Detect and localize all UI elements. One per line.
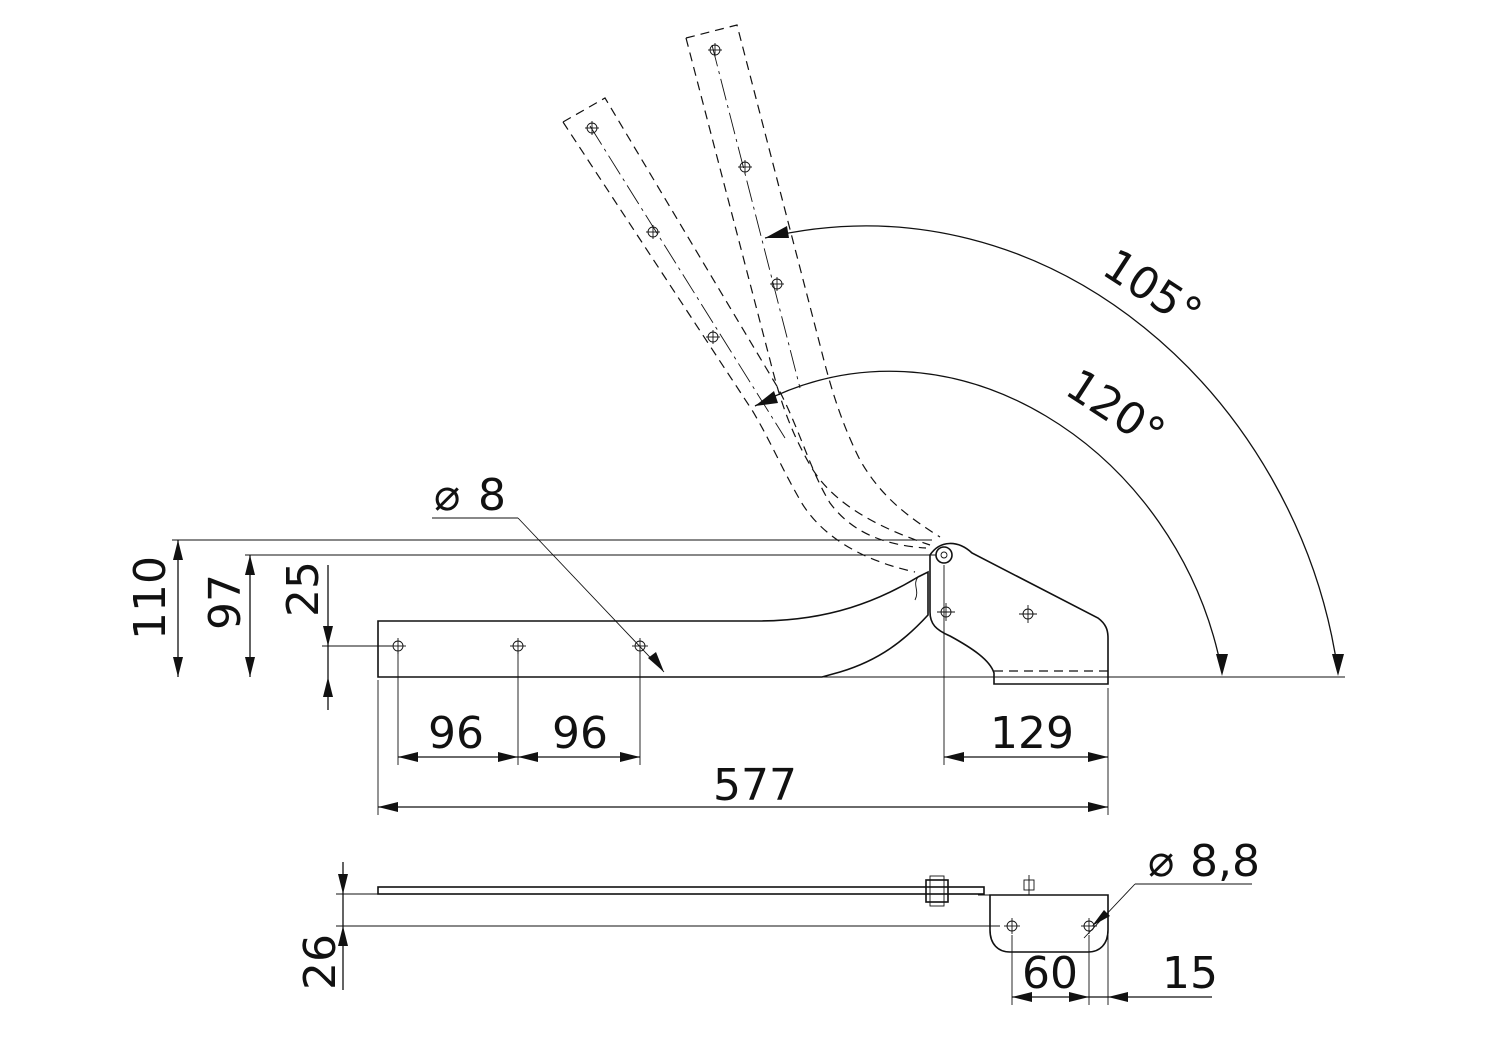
diameter-8-leader — [432, 517, 665, 673]
dim-577-label: 577 — [713, 760, 797, 811]
open-position-120 — [562, 97, 927, 573]
joint-curve — [914, 576, 919, 601]
dim-26-label: 26 — [295, 934, 346, 990]
horizontal-dims — [377, 565, 1109, 815]
side-hole-1 — [1004, 918, 1020, 934]
bracket-hole — [1019, 605, 1037, 623]
bracket-outline — [929, 542, 1109, 685]
arm-hole-3 — [632, 638, 648, 654]
side-arm-plate — [377, 886, 985, 895]
diameter-88-symbol: ⌀ — [1148, 836, 1175, 887]
dim-96a-label: 96 — [428, 708, 484, 759]
side-hole-2 — [1081, 918, 1097, 934]
dim-96b-label: 96 — [552, 708, 608, 759]
diameter-8-label: 8 — [478, 470, 506, 521]
front-view — [377, 542, 1109, 685]
dim-110-label: 110 — [125, 556, 176, 640]
angle-120-label: 120° — [1057, 359, 1174, 459]
open-position-105 — [685, 24, 941, 546]
side-bracket-plate — [989, 894, 1109, 953]
main-arm-outline — [377, 570, 929, 678]
pivot-upper — [935, 546, 953, 564]
angle-105-dimension — [764, 225, 1344, 676]
arm-hole-1 — [390, 638, 406, 654]
arm-hole-2 — [510, 638, 526, 654]
angle-120-dimension — [754, 370, 1228, 676]
dim-97-label: 97 — [200, 574, 251, 630]
pivot-lower — [937, 603, 955, 621]
dim-129-label: 129 — [990, 708, 1074, 759]
angle-105-label: 105° — [1094, 239, 1211, 339]
dim-60-label: 60 — [1022, 948, 1078, 999]
vertical-dims — [172, 539, 936, 710]
diameter-8-symbol: ⌀ — [434, 470, 461, 521]
dim-15-label: 15 — [1162, 948, 1218, 999]
side-view — [336, 862, 1252, 1005]
side-pivot-block — [925, 879, 949, 903]
dim-25-label: 25 — [278, 561, 329, 617]
diameter-88-label: 8,8 — [1190, 836, 1260, 887]
